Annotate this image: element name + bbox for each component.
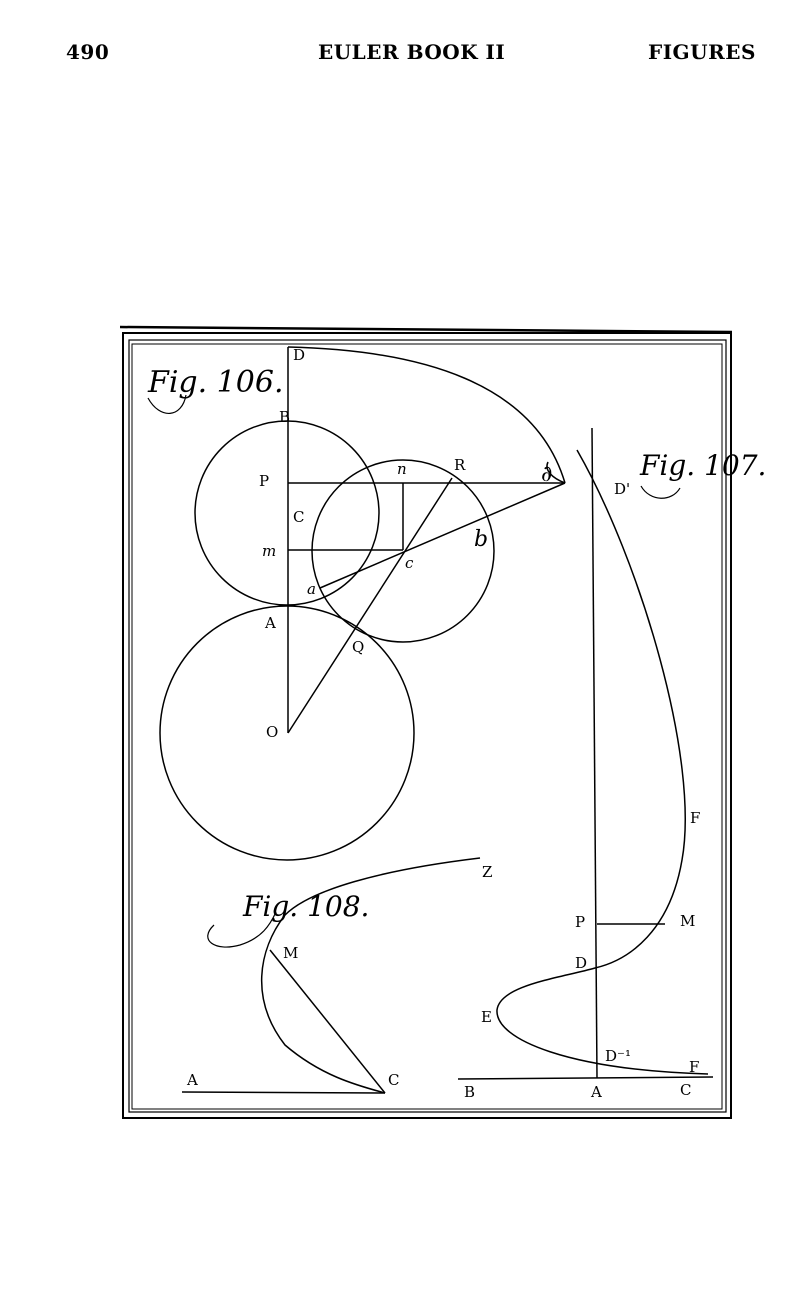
fig107-label-m: M bbox=[680, 912, 695, 930]
fig106-caption-swash bbox=[147, 394, 187, 414]
fig106-label-n: n bbox=[397, 460, 407, 478]
fig106-label-c: c bbox=[405, 554, 414, 572]
fig108-line-m-c bbox=[269, 949, 386, 1094]
fig108-caption: Fig. 108. bbox=[242, 890, 369, 923]
fig106-caption: Fig. 106. bbox=[147, 365, 283, 400]
fig107-label-d-prime: D' bbox=[614, 480, 630, 498]
fig108-curve-z-c bbox=[260, 857, 481, 1094]
plate-frame bbox=[119, 325, 733, 1119]
fig106-label-m: m bbox=[262, 542, 276, 560]
fig106-label-c-upper: C bbox=[293, 508, 304, 526]
running-head: 490 EULER BOOK II FIGURES bbox=[0, 40, 810, 70]
page-number: 490 bbox=[66, 40, 110, 64]
fig107-caption-swash bbox=[640, 485, 681, 499]
fig107-label-f-lower: F bbox=[689, 1058, 699, 1076]
fig107-label-p: P bbox=[575, 913, 585, 931]
fig106-label-a-upper: A bbox=[264, 614, 276, 632]
fig106-label-r: R bbox=[454, 456, 466, 474]
fig106-curl-end bbox=[546, 461, 566, 484]
fig107-label-d-minus: D⁻¹ bbox=[605, 1047, 631, 1065]
fig106-label-d: D bbox=[293, 346, 305, 364]
figure-108 bbox=[181, 857, 481, 1094]
fig107-label-a: A bbox=[590, 1083, 602, 1101]
fig106-curve-d-curl bbox=[287, 346, 566, 484]
frame-inner bbox=[131, 343, 723, 1110]
fig106-label-d-partial: ∂ bbox=[541, 462, 552, 487]
fig108-label-m: M bbox=[283, 944, 298, 962]
fig107-base-line bbox=[457, 1076, 714, 1080]
fig106-label-b-lower: b bbox=[474, 527, 488, 552]
fig107-label-d: D bbox=[575, 954, 587, 972]
fig108-label-z: Z bbox=[482, 863, 492, 881]
frame-top-outer bbox=[119, 325, 733, 334]
fig108-base-line bbox=[181, 1091, 386, 1094]
fig107-label-c: C bbox=[680, 1081, 691, 1099]
fig106-line-o-r bbox=[287, 477, 453, 734]
running-section: FIGURES bbox=[648, 40, 756, 64]
fig107-axis-line bbox=[591, 427, 598, 1079]
running-title: EULER BOOK II bbox=[318, 40, 506, 64]
fig106-rolling-circle bbox=[311, 459, 495, 643]
frame-middle bbox=[128, 339, 727, 1113]
fig106-label-q: Q bbox=[352, 638, 364, 656]
fig107-label-e: E bbox=[481, 1008, 492, 1026]
figure-107 bbox=[457, 427, 714, 1080]
figure-106 bbox=[147, 346, 566, 861]
fig106-label-p: P bbox=[259, 472, 269, 490]
fig106-label-o: O bbox=[266, 723, 278, 741]
fig107-curve bbox=[496, 449, 709, 1075]
fig106-label-a: a bbox=[307, 580, 316, 598]
fig107-caption: Fig. 107. bbox=[639, 449, 766, 482]
fig106-upper-circle bbox=[194, 420, 380, 606]
fig106-lower-circle bbox=[159, 605, 415, 861]
fig108-label-a: A bbox=[186, 1071, 198, 1089]
frame-outer bbox=[122, 332, 732, 1119]
fig106-label-b: B bbox=[279, 408, 290, 426]
fig106-line-a-d bbox=[319, 482, 566, 589]
fig108-caption-swash bbox=[207, 911, 277, 948]
fig108-label-c: C bbox=[388, 1071, 399, 1089]
fig107-label-b: B bbox=[464, 1083, 475, 1101]
fig107-label-f-upper: F bbox=[690, 809, 700, 827]
